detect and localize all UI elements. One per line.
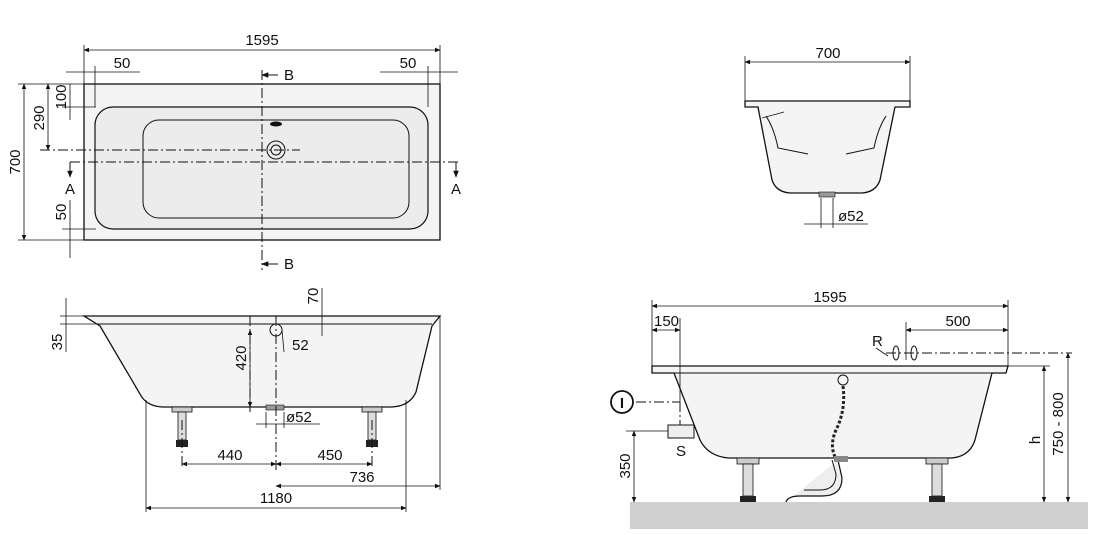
install-left-offset-dim: 150 — [654, 313, 679, 330]
install-overflow-hose — [831, 385, 846, 463]
section-drain-dia-dim: ø52 — [838, 208, 864, 225]
front-foot-left-dim: 440 — [217, 447, 242, 464]
top-rim-top-dim: 100 — [53, 84, 70, 109]
install-marker-symbol — [610, 390, 634, 414]
install-overflow — [837, 374, 849, 386]
install-foot-right — [925, 457, 949, 502]
section-drain — [818, 191, 836, 198]
section-a-left-label: A — [65, 181, 75, 198]
section-width-dim: 700 — [815, 45, 840, 62]
front-overflow-top-dim: 70 — [305, 288, 322, 305]
install-trap — [785, 459, 843, 503]
front-foot-right-dim: 450 — [317, 447, 342, 464]
front-drain-to-end-dim: 736 — [349, 469, 374, 486]
install-supply-height-dim: 350 — [617, 453, 634, 478]
install-height-label: h — [1027, 436, 1044, 444]
install-tap-offset-dim: 500 — [945, 313, 970, 330]
top-width-dim: 700 — [7, 149, 24, 174]
section-a-right-label: A — [451, 181, 461, 198]
front-overflow-dia-dim: 52 — [292, 337, 309, 354]
top-right-offset-dim: 50 — [400, 55, 417, 72]
section-b-top-label: B — [284, 67, 294, 84]
front-view-tub-body — [81, 315, 442, 408]
install-tap-label: R — [872, 333, 883, 350]
install-length-dim: 1595 — [813, 289, 846, 306]
front-overflow-height-dim: 420 — [233, 345, 250, 370]
install-tub-body — [651, 365, 1009, 459]
section-tub-body — [744, 100, 911, 194]
top-view-floor — [142, 119, 410, 219]
section-view: 700 ø52 — [744, 45, 911, 228]
front-rim-height-dim: 35 — [49, 334, 66, 351]
top-rim-bottom-dim: 50 — [53, 204, 70, 221]
top-view: B B A A 1595 50 50 700 290 100 — [7, 32, 461, 273]
top-drain-offset-dim: 290 — [31, 105, 48, 130]
top-view-overflow — [270, 121, 282, 127]
install-supply-label: S — [676, 443, 686, 460]
front-drain-dia-dim: ø52 — [286, 409, 312, 426]
install-supply-box — [667, 424, 695, 439]
install-marker-label: I — [620, 395, 624, 412]
install-height-range-dim: 750 - 800 — [1050, 392, 1067, 455]
top-left-offset-dim: 50 — [114, 55, 131, 72]
top-length-dim: 1595 — [245, 32, 278, 49]
install-floor — [630, 502, 1088, 529]
installation-view: S I 350 1595 150 500 R h — [610, 289, 1088, 529]
top-view-drain — [266, 140, 286, 160]
front-drain — [265, 404, 285, 411]
section-b-bottom-label: B — [284, 256, 294, 273]
install-foot-left — [736, 457, 760, 502]
front-bottom-length-dim: 1180 — [260, 490, 292, 507]
front-view: 35 70 420 52 ø52 440 450 736 1180 — [49, 288, 442, 512]
